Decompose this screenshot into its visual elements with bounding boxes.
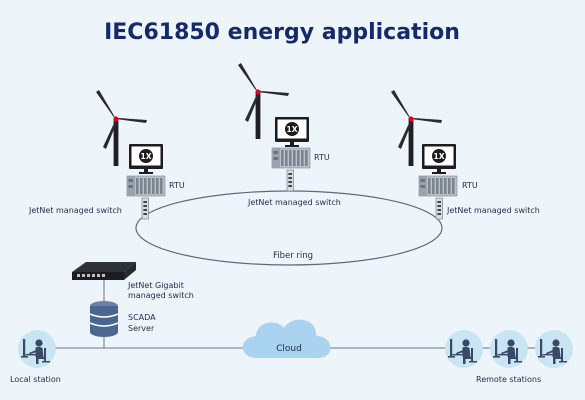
local-station-icon bbox=[18, 330, 56, 368]
rtu-label-center: RTU bbox=[314, 153, 330, 162]
local-station-label: Local station bbox=[10, 375, 61, 384]
switch-label-left: JetNet managed switch bbox=[28, 206, 122, 215]
rtu-label-right: RTU bbox=[462, 181, 478, 190]
gigabit-switch-label-line1: JetNet Gigabit bbox=[127, 281, 184, 290]
remote-stations-label: Remote stations bbox=[476, 375, 541, 384]
cloud-label: Cloud bbox=[276, 344, 302, 354]
remote-station-icon bbox=[490, 330, 528, 368]
scada-server-label-line2: Server bbox=[128, 324, 155, 333]
monitor-logo-right: 1X bbox=[433, 152, 444, 161]
page-title: IEC61850 energy application bbox=[104, 20, 460, 45]
jetnet-gigabit-switch bbox=[72, 262, 136, 280]
rtu-left bbox=[126, 175, 166, 197]
jetnet-switch-right bbox=[435, 197, 443, 220]
rtu-center bbox=[271, 147, 311, 169]
scada-server-icon bbox=[89, 301, 119, 337]
switch-label-center: JetNet managed switch bbox=[247, 198, 341, 207]
monitor-left: 1X bbox=[129, 144, 163, 174]
monitor-logo-left: 1X bbox=[140, 152, 151, 161]
monitor-center: 1X bbox=[275, 117, 309, 147]
monitor-right: 1X bbox=[422, 144, 456, 174]
remote-station-icon bbox=[535, 330, 573, 368]
rtu-label-left: RTU bbox=[169, 181, 185, 190]
rtu-right bbox=[418, 175, 458, 197]
jetnet-switch-left bbox=[141, 197, 149, 220]
jetnet-switch-center bbox=[286, 169, 294, 192]
cloud-icon bbox=[242, 319, 331, 358]
gigabit-switch-label-line2: managed switch bbox=[128, 291, 194, 300]
scada-server-label-line1: SCADA bbox=[128, 313, 156, 322]
remote-station-icon bbox=[445, 330, 483, 368]
switch-label-right: JetNet managed switch bbox=[446, 206, 540, 215]
fiber-ring-label: Fiber ring bbox=[273, 251, 313, 261]
monitor-logo-center: 1X bbox=[286, 125, 297, 134]
